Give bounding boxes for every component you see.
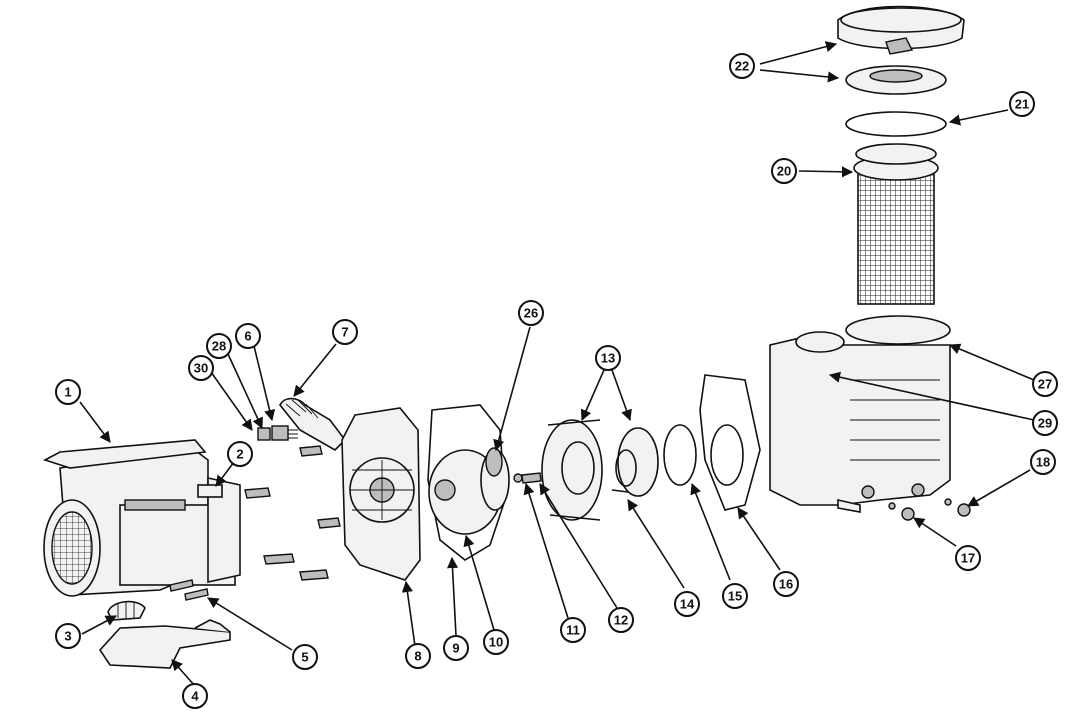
callout-15: 15 [722, 583, 748, 609]
seal-plate-bolts [244, 445, 341, 581]
callout-21-label: 21 [1015, 97, 1029, 112]
callout-22-label: 22 [735, 59, 749, 74]
callout-27-label: 27 [1038, 377, 1052, 392]
callout-3-label: 3 [64, 629, 71, 644]
pump-housing [769, 315, 951, 513]
callout-30: 30 [188, 355, 214, 381]
bolts-washers [257, 425, 298, 441]
drain-plug-right [944, 498, 971, 517]
callout-10-label: 10 [489, 635, 503, 650]
clamp-handle [279, 397, 347, 451]
callout-20: 20 [771, 158, 797, 184]
housing-gasket [699, 374, 761, 511]
callout-5-label: 5 [301, 650, 308, 665]
diffuser-o-ring [663, 424, 697, 486]
callout-11-label: 11 [566, 623, 580, 638]
callout-16-label: 16 [779, 577, 793, 592]
foot-pad [107, 600, 146, 621]
callout-27: 27 [1032, 371, 1058, 397]
callout-1: 1 [55, 379, 81, 405]
callout-11: 11 [560, 617, 586, 643]
callout-14: 14 [674, 591, 700, 617]
callout-22: 22 [729, 53, 755, 79]
callout-18: 18 [1030, 449, 1056, 475]
callout-30-label: 30 [194, 361, 208, 376]
callout-15-label: 15 [728, 589, 742, 604]
shaft-seal [485, 447, 503, 477]
callout-29: 29 [1032, 410, 1058, 436]
callout-16: 16 [773, 571, 799, 597]
callout-26-label: 26 [524, 306, 538, 321]
callout-29-label: 29 [1038, 416, 1052, 431]
callout-20-label: 20 [777, 164, 791, 179]
callout-12-label: 12 [614, 613, 628, 628]
callout-6: 6 [235, 323, 261, 349]
leader-lines [79, 41, 1035, 687]
callout-6-label: 6 [244, 329, 251, 344]
seal-plate [341, 407, 421, 581]
diffuser-seal [615, 427, 659, 497]
callout-13-label: 13 [601, 351, 615, 366]
callout-28: 28 [206, 333, 232, 359]
callout-4: 4 [182, 683, 208, 709]
callout-4-label: 4 [191, 689, 199, 704]
motor [42, 439, 241, 597]
callout-9-label: 9 [452, 641, 459, 656]
support-screws [169, 579, 209, 601]
callout-3: 3 [55, 623, 81, 649]
callout-2: 2 [227, 441, 253, 467]
callout-13: 13 [595, 345, 621, 371]
diffuser-pin [611, 489, 629, 493]
callout-12: 12 [608, 607, 634, 633]
callout-10: 10 [483, 629, 509, 655]
callout-2-label: 2 [236, 447, 243, 462]
callout-1-label: 1 [64, 385, 71, 400]
callout-21: 21 [1009, 91, 1035, 117]
callout-17-label: 17 [961, 551, 975, 566]
callout-17: 17 [955, 545, 981, 571]
callout-26: 26 [518, 300, 544, 326]
motor-support [98, 619, 231, 669]
motor-nipple [197, 484, 223, 498]
strainer-basket [853, 143, 939, 305]
callout-9: 9 [443, 635, 469, 661]
diffuser [541, 419, 603, 521]
lock-ring [837, 5, 965, 55]
callout-14-label: 14 [680, 597, 695, 612]
callout-8: 8 [405, 643, 431, 669]
callout-7-label: 7 [341, 325, 348, 340]
drain-plugs [888, 502, 915, 521]
callout-28-label: 28 [212, 339, 226, 354]
callout-8-label: 8 [414, 649, 421, 664]
impeller [428, 449, 510, 535]
strainer-lid [845, 65, 947, 95]
callout-7: 7 [332, 319, 358, 345]
callout-5: 5 [292, 644, 318, 670]
lid-o-ring [845, 111, 947, 137]
callout-18-label: 18 [1036, 455, 1050, 470]
impeller-screw [513, 472, 542, 484]
